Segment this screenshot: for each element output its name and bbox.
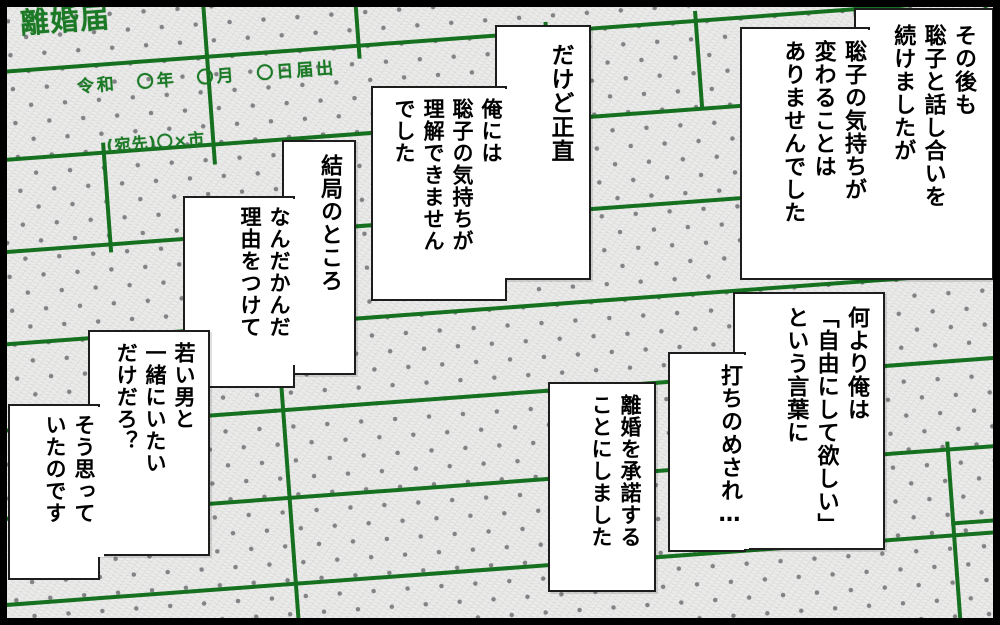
bubble-text-rikon-shoudaku: 離婚を承諾する ことにしました xyxy=(589,394,642,548)
bubble-text-nandakanda: なんだかんだ 理由をつけて xyxy=(238,206,291,338)
bubble-text-sonoato: その後も 聡子と話し合いを 続けましたが xyxy=(890,24,976,208)
bubble-text-satoko-kimochi: 聡子の気持ちが 変わることは ありませんでした xyxy=(780,40,866,224)
bubble-seam-kekkyoku xyxy=(284,199,298,365)
bubble-seam-wakai xyxy=(90,407,104,557)
bubble-text-uchinomesare: 打ちのめされ… xyxy=(717,364,742,528)
form-title: 離婚届 xyxy=(18,0,112,41)
bubble-text-ore-niwa: 俺には 聡子の気持ちが 理解できません でした xyxy=(392,98,503,252)
narration-bubble-uchinomesare xyxy=(668,352,746,552)
narration-bubble-naniyori: 何より俺は 「自由にして欲しい」 という言葉に xyxy=(733,292,885,550)
narration-bubble-wakai-otoko: 若い男と 一緒にいたい だけだろ？ xyxy=(88,330,210,556)
bubble-text-naniyori: 何より俺は 「自由にして欲しい」 という言葉に xyxy=(783,306,869,536)
bubble-seam-naniyori xyxy=(735,355,749,549)
bubble-seam-dakedo xyxy=(497,89,511,278)
narration-bubble-ore-niwa xyxy=(371,86,507,301)
bubble-text-kekkyoku: 結局のところ xyxy=(317,154,342,292)
narration-bubble-dakedo-shoujiki: だけど正直 xyxy=(495,25,591,280)
bubble-seam-sonoato xyxy=(856,30,870,278)
bubble-text-dakedo-shoujiki: だけど正直 xyxy=(547,43,573,163)
narration-bubble-sou-omotte xyxy=(8,404,100,580)
bubble-text-sou-omotte: そう思って いたのです xyxy=(43,414,96,524)
bubble-text-wakai-otoko: 若い男と 一緒にいたい だけだろ？ xyxy=(114,342,196,474)
narration-bubble-rikon-shoudaku: 離婚を承諾する ことにしました xyxy=(548,382,656,592)
